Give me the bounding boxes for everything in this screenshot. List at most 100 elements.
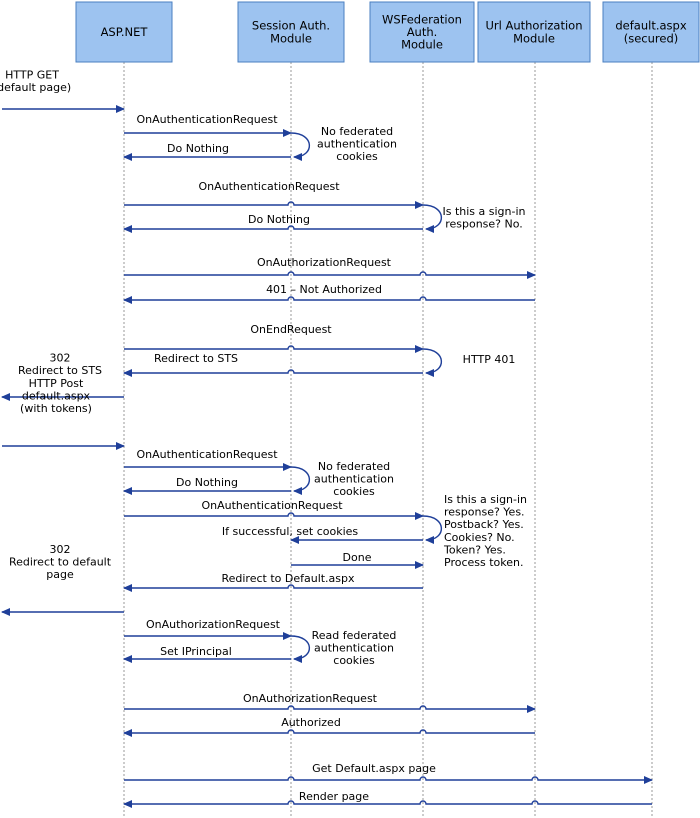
message-arrow xyxy=(123,729,535,737)
message-label: 401 – Not Authorized xyxy=(266,283,382,296)
participant-label-line: Url Authorization xyxy=(485,19,582,33)
message-label-line: HTTP Post xyxy=(29,377,84,390)
self-loop-note-line: cookies xyxy=(333,654,375,667)
participant-label-line: Auth. xyxy=(407,25,438,39)
participant-label: ASP.NET xyxy=(101,25,149,39)
message-label: OnEndRequest xyxy=(250,323,332,336)
participant-label-line: WSFederation xyxy=(382,12,462,26)
self-loop-note-line: Postback? Yes. xyxy=(444,518,524,531)
self-loop-note-line: Read federated xyxy=(312,629,397,642)
message-label-line: OnAuthorizationRequest xyxy=(146,618,281,631)
message: If successful, set cookies xyxy=(222,525,423,544)
message-label: Authorized xyxy=(281,716,341,729)
message-label: Redirect to Default.aspx xyxy=(221,572,355,585)
message: Do Nothing xyxy=(123,476,291,495)
message-label-line: (default page) xyxy=(0,81,71,94)
message-label-line: Redirect to STS xyxy=(18,364,102,377)
participant-box xyxy=(237,1,345,63)
message: Set IPrincipal xyxy=(123,645,291,663)
message-label-line: Redirect to STS xyxy=(154,352,238,365)
message-label: Get Default.aspx page xyxy=(312,762,436,775)
message-label: Render page xyxy=(299,790,369,803)
participant-label-line: Module xyxy=(270,31,312,45)
message-label: OnAuthorizationRequest xyxy=(257,256,392,269)
message: Done xyxy=(291,551,424,569)
message-label-line: 401 – Not Authorized xyxy=(266,283,382,296)
message-label-line: Do Nothing xyxy=(167,142,229,155)
message-arrow xyxy=(124,776,653,784)
participant-label-line: ASP.NET xyxy=(101,25,149,39)
self-loop-note-line: No federated xyxy=(318,460,390,473)
participant-box xyxy=(369,1,475,63)
message-label: Done xyxy=(343,551,372,564)
participant-box xyxy=(477,1,591,63)
message: OnAuthenticationRequest xyxy=(124,499,424,520)
self-loop-arrow xyxy=(422,348,442,377)
self-loop-note: HTTP 401 xyxy=(463,353,516,366)
self-loop-note-line: Is this a sign-in xyxy=(444,493,527,506)
message-label: Redirect to STS xyxy=(154,352,238,365)
message: OnAuthenticationRequest xyxy=(124,180,424,209)
self-loop-note-line: Cookies? No. xyxy=(444,531,515,544)
message-label: OnAuthorizationRequest xyxy=(243,692,378,705)
message-arrow xyxy=(123,369,423,377)
message-label: Do Nothing xyxy=(167,142,229,155)
self-loop-arrow xyxy=(422,515,442,544)
message-label-line: Do Nothing xyxy=(248,213,310,226)
self-loop-note-line: Token? Yes. xyxy=(443,543,506,556)
participant-label-line: Module xyxy=(401,38,443,52)
message: Render page xyxy=(123,790,652,808)
message-label-line: 302 xyxy=(50,351,71,364)
message: Authorized xyxy=(123,716,535,737)
participant-box xyxy=(75,1,173,63)
message-label: Do Nothing xyxy=(248,213,310,226)
message-label: If successful, set cookies xyxy=(222,525,359,538)
message-label: OnAuthenticationRequest xyxy=(198,180,340,193)
message-arrow xyxy=(123,225,423,233)
message-label: OnAuthenticationRequest xyxy=(201,499,343,512)
message: Redirect to Default.aspx xyxy=(123,572,423,592)
message: OnAuthorizationRequest xyxy=(124,618,292,640)
message: OnAuthorizationRequest xyxy=(124,692,536,713)
participant-label-line: (secured) xyxy=(624,31,679,45)
participant-box xyxy=(602,1,700,63)
message-label-line: OnAuthenticationRequest xyxy=(201,499,343,512)
message-label-line: Done xyxy=(343,551,372,564)
message: Redirect to STS xyxy=(123,352,423,377)
message-label-line: Do Nothing xyxy=(176,476,238,489)
message-label-line: (with tokens) xyxy=(20,402,92,415)
participant-label-line: default.aspx xyxy=(615,19,686,33)
message: OnAuthenticationRequest xyxy=(124,448,292,471)
self-loop-note-line: authentication xyxy=(314,473,394,486)
self-loop-note-line: No federated xyxy=(321,125,393,138)
self-loop-note-line: response? Yes. xyxy=(444,506,525,519)
message: Do Nothing xyxy=(123,213,423,233)
lifelines xyxy=(123,62,653,818)
message: OnEndRequest xyxy=(124,323,424,353)
message-arrow xyxy=(123,584,423,592)
self-loop-note-line: Process token. xyxy=(444,556,523,569)
message-label-line: Redirect to default xyxy=(9,555,112,568)
messages: HTTP GET(default page)OnAuthenticationRe… xyxy=(0,68,653,808)
participant-label-line: Session Auth. xyxy=(252,19,330,33)
message-label-line: Authorized xyxy=(281,716,341,729)
participant-asp: ASP.NET xyxy=(75,1,173,63)
self-loop-arrow xyxy=(422,204,442,233)
message: 401 – Not Authorized xyxy=(123,283,535,304)
self-loop: HTTP 401 xyxy=(422,348,516,377)
message-label-line: Render page xyxy=(299,790,369,803)
message-label: OnAuthenticationRequest xyxy=(136,113,278,126)
message-label: Set IPrincipal xyxy=(160,645,232,658)
